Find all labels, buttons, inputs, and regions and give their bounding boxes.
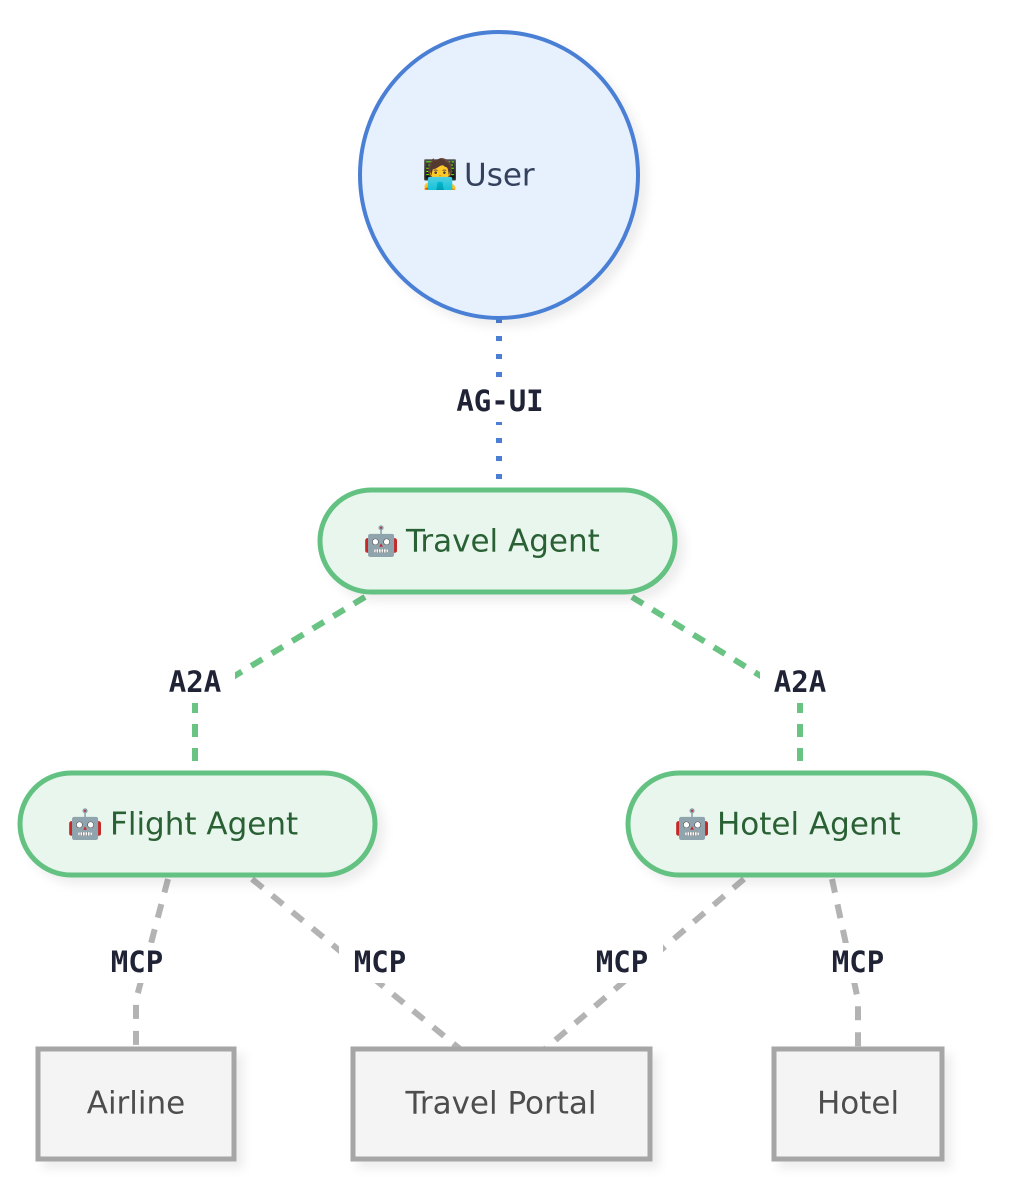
edge-label-mcp-1: MCP — [96, 943, 178, 983]
edge-line-a2a-right — [630, 594, 802, 703]
edge-label-mcp-2-text: MCP — [354, 945, 406, 979]
node-user-shape[interactable] — [358, 30, 640, 320]
person-with-laptop-icon: 🧑‍💻 — [422, 156, 458, 191]
node-hotel-shape[interactable] — [771, 1046, 945, 1162]
node-airline[interactable]: Airline — [35, 1046, 237, 1162]
edge-travel-hotel — [630, 594, 803, 773]
edges-layer — [133, 318, 861, 1052]
edge-label-ag-ui: AG-UI — [442, 382, 558, 422]
node-hotel-agent-label: Hotel Agent — [717, 807, 901, 843]
node-hotel-label: Hotel — [817, 1086, 899, 1122]
edge-label-a2a-left: A2A — [155, 663, 235, 703]
node-user[interactable]: 🧑‍💻 User — [358, 30, 640, 320]
edge-label-a2a-left-backdrop — [155, 663, 235, 703]
edge-label-mcp-1-text: MCP — [111, 945, 163, 979]
edge-label-mcp-3-text: MCP — [596, 945, 648, 979]
edge-label-mcp-4-backdrop — [817, 943, 899, 983]
node-user-label: User — [464, 158, 535, 194]
edge-label-mcp-4-text: MCP — [832, 945, 884, 979]
edge-label-mcp-2-backdrop — [339, 943, 421, 983]
edge-label-mcp-3-backdrop — [581, 943, 663, 983]
node-travel-agent-shape[interactable] — [317, 487, 678, 595]
edge-label-mcp-1-backdrop — [96, 943, 178, 983]
edge-travel-flight — [192, 594, 367, 773]
edge-label-a2a-right-backdrop — [760, 663, 840, 703]
node-hotel-agent[interactable]: 🤖 Hotel Agent — [625, 770, 978, 878]
node-airline-shape[interactable] — [35, 1046, 237, 1162]
edge-line-mcp-4 — [829, 878, 861, 1049]
node-travel-portal-shape[interactable] — [350, 1046, 653, 1162]
edge-label-a2a-right: A2A — [760, 663, 840, 703]
edge-hotel-agent-hotel — [829, 878, 861, 1049]
robot-icon-flight: 🤖 — [67, 807, 103, 841]
node-travel-portal[interactable]: Travel Portal — [350, 1046, 653, 1162]
edge-label-mcp-4: MCP — [817, 943, 899, 983]
node-travel-portal-label: Travel Portal — [404, 1086, 596, 1122]
edge-label-ag-ui-backdrop — [442, 382, 558, 422]
node-hotel[interactable]: Hotel — [771, 1046, 945, 1162]
nodes-layer: 🧑‍💻 User 🤖 Travel Agent 🤖 Flight Agent 🤖… — [17, 30, 978, 1162]
robot-icon-travel: 🤖 — [363, 524, 399, 558]
node-travel-agent-label: Travel Agent — [405, 524, 600, 560]
edge-labels-layer: AG-UI A2A A2A MCP MCP MCP — [96, 382, 899, 983]
edge-label-mcp-2: MCP — [339, 943, 421, 983]
edge-line-mcp-1 — [133, 878, 171, 1049]
node-flight-agent-label: Flight Agent — [110, 807, 298, 843]
node-flight-agent[interactable]: 🤖 Flight Agent — [17, 770, 378, 878]
robot-icon-hotel: 🤖 — [674, 807, 710, 841]
edge-label-a2a-right-text: A2A — [774, 665, 826, 699]
edge-label-a2a-left-text: A2A — [169, 665, 221, 699]
node-hotel-agent-shape[interactable] — [625, 770, 978, 878]
edge-label-ag-ui-text: AG-UI — [456, 384, 543, 418]
node-flight-agent-shape[interactable] — [17, 770, 378, 878]
edge-line-a2a-left — [193, 594, 367, 703]
node-airline-label: Airline — [87, 1086, 186, 1122]
edge-flight-airline — [133, 878, 171, 1049]
edge-label-mcp-3: MCP — [581, 943, 663, 983]
node-travel-agent[interactable]: 🤖 Travel Agent — [317, 487, 678, 595]
